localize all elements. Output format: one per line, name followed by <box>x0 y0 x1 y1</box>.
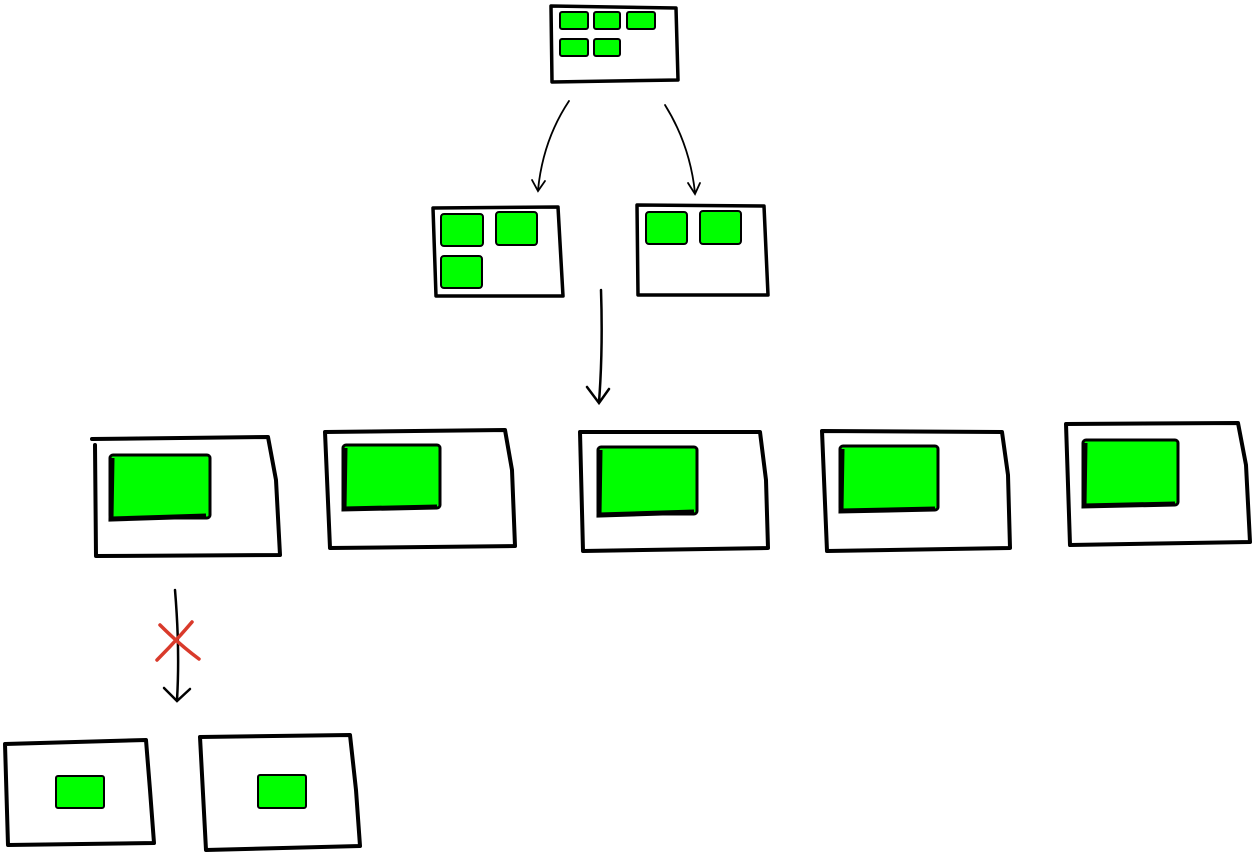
tile <box>626 11 656 30</box>
tile <box>495 211 538 246</box>
tile <box>440 213 484 247</box>
level2-window-2 <box>635 203 770 297</box>
split-arrow-left <box>531 100 570 193</box>
tile <box>559 38 589 57</box>
level4-window-1 <box>3 738 156 847</box>
tile <box>838 444 940 512</box>
tile <box>593 38 621 57</box>
root-window <box>549 4 680 84</box>
level3-window-4 <box>820 429 1012 553</box>
tile <box>108 453 212 520</box>
level3-window-1 <box>90 435 282 558</box>
tile <box>341 443 442 510</box>
split-arrow-right <box>664 104 701 196</box>
level3-window-5 <box>1064 421 1252 547</box>
split-arrow-down <box>585 288 611 406</box>
tile <box>559 11 589 30</box>
tile <box>440 255 483 289</box>
tile <box>55 775 105 809</box>
tile <box>1081 438 1180 507</box>
level3-window-3 <box>578 430 770 553</box>
level4-window-2 <box>198 733 362 852</box>
level3-window-2 <box>323 428 517 550</box>
blocked-x-icon <box>155 620 201 662</box>
tile <box>596 445 699 516</box>
level2-window-1 <box>431 205 565 298</box>
tile <box>645 211 688 245</box>
tile <box>699 210 742 245</box>
tile <box>593 11 621 30</box>
blocked-split-arrow <box>162 588 192 703</box>
tile <box>257 774 307 809</box>
